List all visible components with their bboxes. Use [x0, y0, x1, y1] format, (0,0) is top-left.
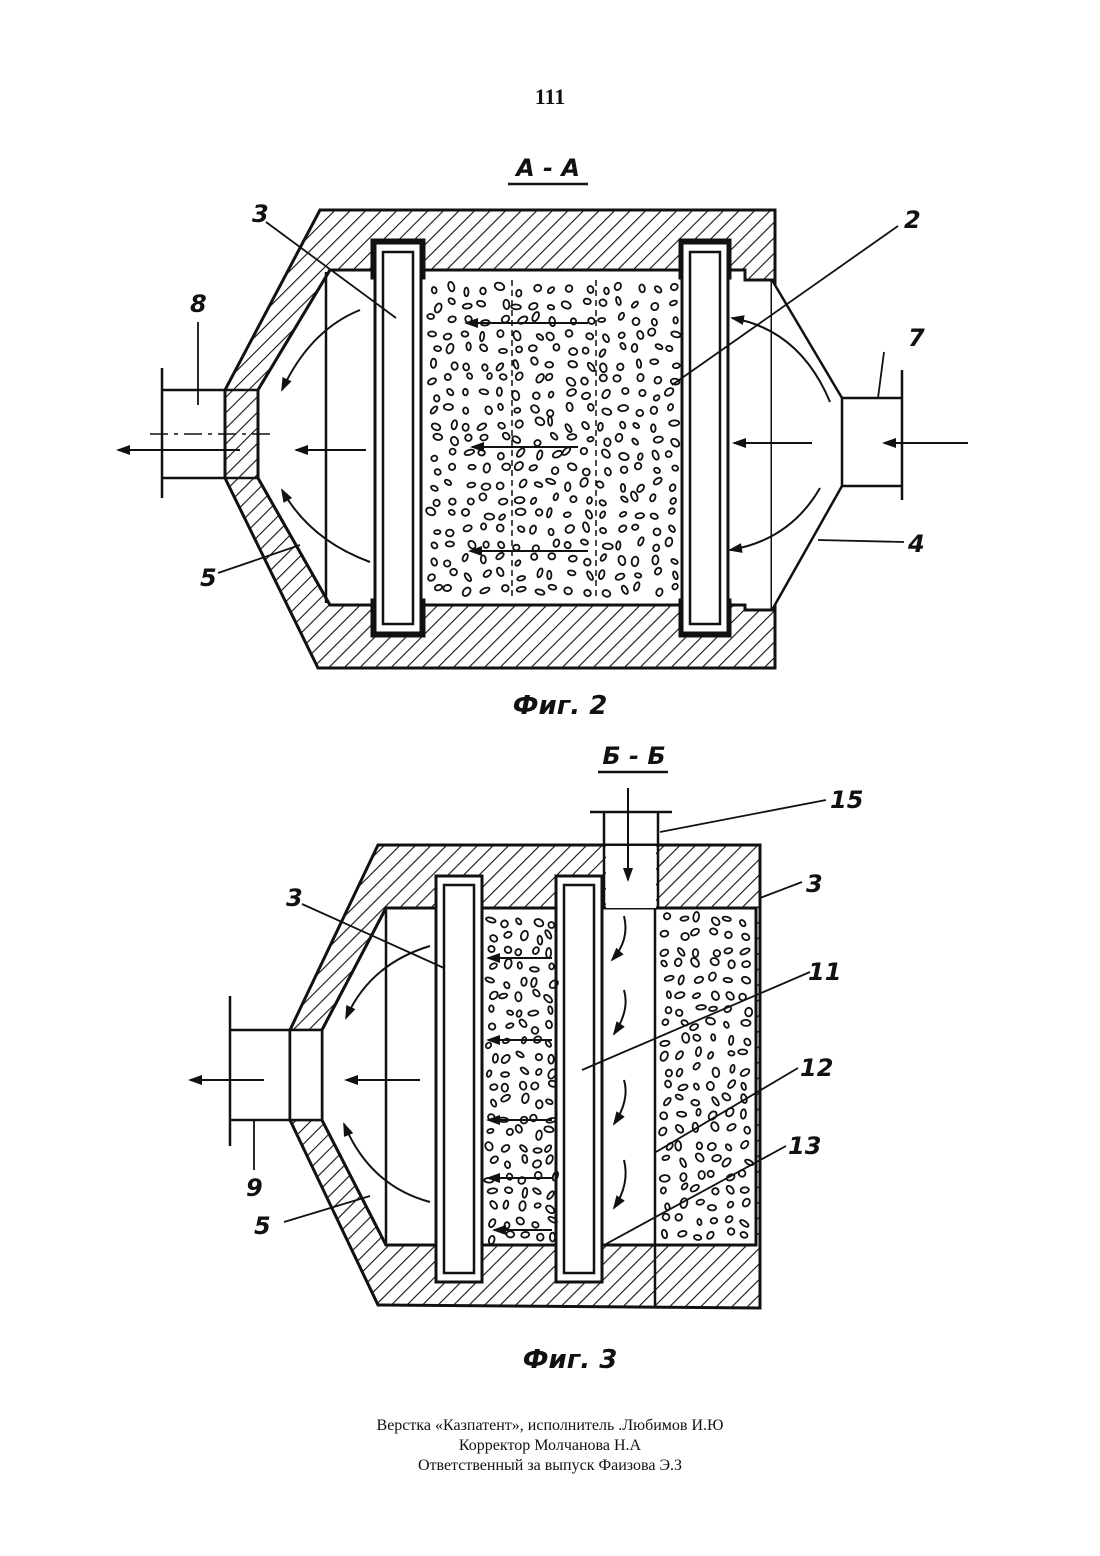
fig3-callout-11: 11: [808, 958, 841, 986]
fig2-callout-8: 8: [190, 290, 207, 318]
fig2-callout-2: 2: [904, 206, 921, 234]
fig2-callout-7: 7: [908, 324, 925, 352]
fig3-callout-3-left: 3: [286, 884, 303, 912]
fig3-callout-3-right: 3: [806, 870, 823, 898]
fig3-callout-15: 15: [830, 786, 863, 814]
footer-line-corrector: Корректор Молчанова Н.А: [0, 1436, 1100, 1456]
fig2-caption: Фиг. 2: [513, 691, 608, 721]
fig3-outlet-flange: [290, 1030, 322, 1120]
footer-line-responsible: Ответственный за выпуск Фаизова Э.З: [0, 1456, 1100, 1476]
fig2-callout-5: 5: [200, 564, 217, 592]
fig3-cartridge-middle-inner: [564, 885, 594, 1273]
fig2-callout-3: 3: [252, 200, 269, 228]
figure-2: А - А: [118, 154, 968, 721]
fig3-caption: Фиг. 3: [523, 1345, 618, 1375]
fig2-inlet-pipe: [842, 370, 902, 500]
fig3-cartridge-left-inner: [444, 885, 474, 1273]
fig3-section-label: Б - Б: [602, 742, 665, 770]
fig2-inlet-cone: [772, 280, 842, 610]
fig2-cartridge-left-inner: [383, 252, 413, 624]
fig3-callout-5: 5: [254, 1212, 271, 1240]
footer-line-layout: Верстка «Казпатент», исполнитель .Любимо…: [0, 1416, 1100, 1436]
fig3-callout-12: 12: [800, 1054, 833, 1082]
fig3-callout-13: 13: [788, 1132, 821, 1160]
fig2-section-label: А - А: [514, 154, 580, 182]
fig2-callout-4: 4: [907, 530, 925, 558]
figure-3: Б - Б: [190, 742, 863, 1375]
footer-credits: Верстка «Казпатент», исполнитель .Любимо…: [0, 1416, 1100, 1476]
fig2-cartridge-right-inner: [690, 252, 720, 624]
fig3-callout-9: 9: [246, 1174, 263, 1202]
